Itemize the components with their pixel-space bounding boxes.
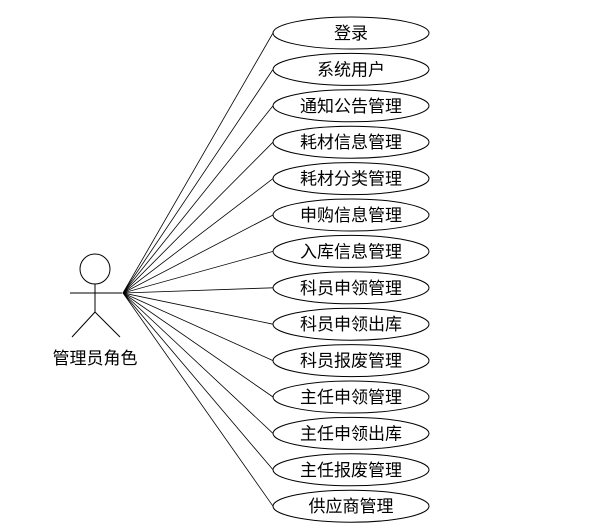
use-case-label: 主任报废管理 <box>300 461 402 481</box>
use-case-label: 供应商管理 <box>309 497 394 517</box>
association-line <box>122 292 274 507</box>
association-line <box>122 292 274 361</box>
actor: 管理员角色 <box>53 253 138 369</box>
use-case: 登录 <box>272 16 430 50</box>
use-case: 耗材信息管理 <box>272 125 430 159</box>
association-lines <box>122 32 274 507</box>
use-case-ellipse <box>272 52 430 86</box>
use-case: 主任申领管理 <box>272 380 430 414</box>
use-case-ellipse <box>272 453 430 487</box>
association-line <box>122 178 274 294</box>
use-case: 主任报废管理 <box>272 453 430 487</box>
use-case: 通知公告管理 <box>272 89 430 123</box>
use-case-label: 申购信息管理 <box>300 206 402 226</box>
actor-right-leg <box>94 311 121 338</box>
use-case-ellipse <box>272 234 430 268</box>
use-case-ellipse <box>272 416 430 450</box>
use-case-ellipse <box>272 489 430 523</box>
actor-left-leg <box>71 311 96 338</box>
association-line <box>122 287 274 294</box>
use-case-ellipse <box>272 344 430 378</box>
association-line <box>122 214 274 294</box>
use-case-label: 耗材分类管理 <box>300 170 402 190</box>
association-line <box>122 32 274 294</box>
actor-label: 管理员角色 <box>53 349 138 369</box>
use-case-label: 系统用户 <box>317 60 385 80</box>
use-case: 申购信息管理 <box>272 198 430 232</box>
use-case-list: 登录系统用户通知公告管理耗材信息管理耗材分类管理申购信息管理入库信息管理科员申领… <box>272 16 430 523</box>
association-line <box>122 292 274 398</box>
use-case-label: 科员报废管理 <box>300 352 402 372</box>
use-case: 系统用户 <box>272 52 430 86</box>
association-line <box>122 292 274 434</box>
use-case-label: 耗材信息管理 <box>300 133 402 153</box>
association-line <box>122 251 274 294</box>
use-case: 供应商管理 <box>272 489 430 523</box>
association-line <box>122 105 274 294</box>
use-case-ellipse <box>272 89 430 123</box>
use-case: 科员报废管理 <box>272 344 430 378</box>
use-case-ellipse <box>272 125 430 159</box>
use-case-label: 入库信息管理 <box>300 242 402 262</box>
association-line <box>122 69 274 294</box>
use-case: 耗材分类管理 <box>272 162 430 196</box>
use-case-label: 主任申领管理 <box>300 388 402 408</box>
use-case-label: 科员申领出库 <box>300 315 402 335</box>
use-case-ellipse <box>272 16 430 50</box>
use-case-ellipse <box>272 162 430 196</box>
use-case-label: 科员申领管理 <box>300 279 402 299</box>
use-case: 科员申领管理 <box>272 271 430 305</box>
association-line <box>122 292 274 471</box>
use-case-ellipse <box>272 271 430 305</box>
use-case: 科员申领出库 <box>272 307 430 341</box>
use-case-ellipse <box>272 198 430 232</box>
use-case-ellipse <box>272 307 430 341</box>
use-case: 入库信息管理 <box>272 234 430 268</box>
use-case: 主任申领出库 <box>272 416 430 450</box>
use-case-label: 主任申领出库 <box>300 424 402 444</box>
use-case-label: 登录 <box>334 24 368 44</box>
association-line <box>122 141 274 294</box>
use-case-ellipse <box>272 380 430 414</box>
association-line <box>122 292 274 325</box>
use-case-label: 通知公告管理 <box>300 97 402 117</box>
actor-head <box>79 253 111 285</box>
